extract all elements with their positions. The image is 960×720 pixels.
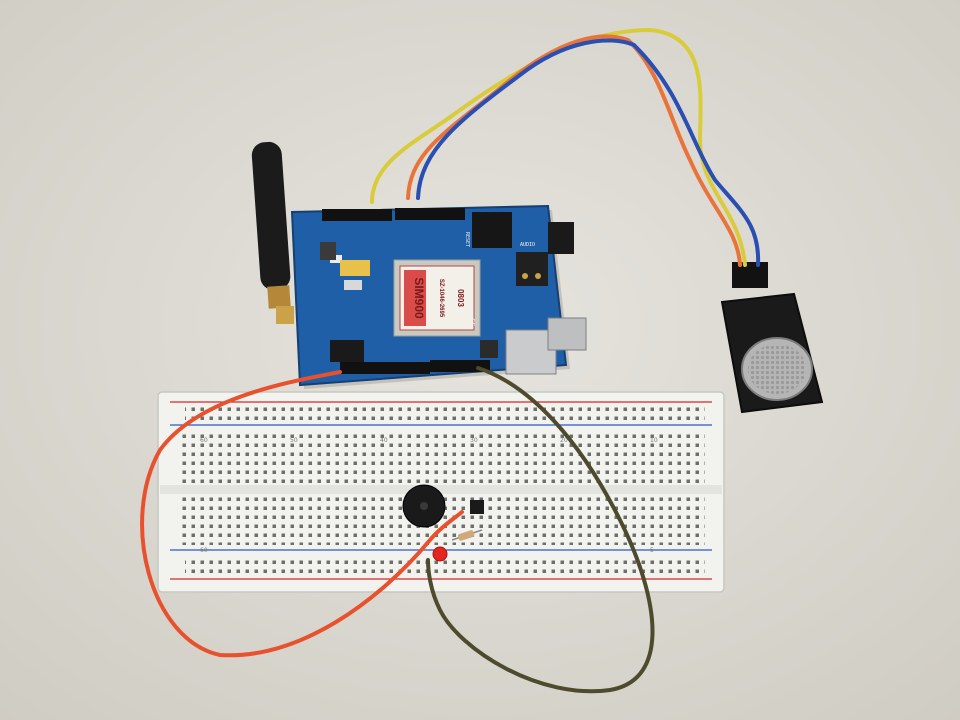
resistor-icon — [451, 529, 483, 541]
jumper-wires — [140, 27, 761, 694]
svg-text:40: 40 — [380, 437, 388, 444]
sim900-chip-label: SIM900 — [412, 277, 426, 319]
svg-text:30: 30 — [470, 437, 478, 444]
reset-label: RESET — [464, 232, 470, 247]
svg-text:20: 20 — [560, 437, 568, 444]
dc-jack — [548, 222, 574, 254]
gas-sensor-icon — [720, 262, 824, 414]
led-icon — [432, 546, 448, 562]
svg-text:60: 60 — [200, 547, 208, 554]
usb-port — [547, 317, 587, 351]
svg-text:10: 10 — [650, 437, 658, 444]
svg-text:60: 60 — [200, 437, 208, 444]
ce-mark: CE — [468, 318, 476, 326]
sim900-code: 0803 — [456, 289, 465, 307]
sim900-module: SIM900 SZ-1046-2695 0803 — [393, 259, 481, 337]
sim900-serial: SZ-1046-2695 — [438, 279, 444, 318]
audio-jacks — [516, 252, 548, 286]
svg-text:50: 50 — [290, 437, 298, 444]
antenna-icon — [251, 141, 294, 324]
gsm-shield: SIM900 SZ-1046-2695 0803 AUDIO RESET CE — [290, 204, 587, 389]
breadboard: 60 50 40 30 20 10 60 5 — [157, 391, 725, 593]
svg-text:5: 5 — [650, 547, 654, 554]
audio-label: AUDIO — [520, 242, 535, 248]
